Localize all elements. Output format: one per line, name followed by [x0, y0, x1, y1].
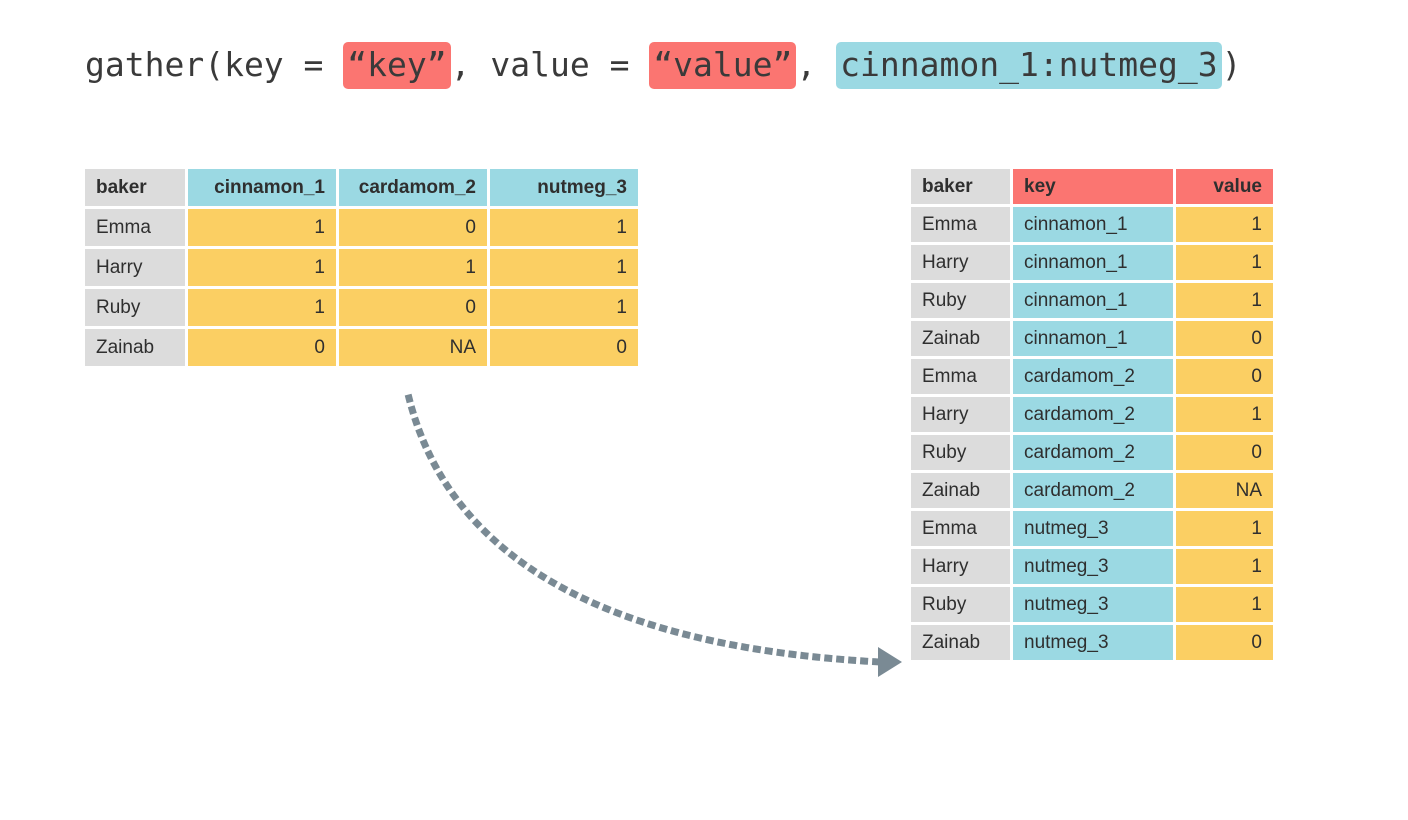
- cell-r1-c2: 1: [339, 249, 487, 286]
- column-header-value: value: [1176, 169, 1273, 204]
- cell-r10-c2: 1: [1176, 587, 1273, 622]
- cell-r8-c0: Emma: [911, 511, 1010, 546]
- cell-r11-c0: Zainab: [911, 625, 1010, 660]
- code-token-5: cinnamon_1:nutmeg_3: [836, 42, 1222, 89]
- cell-r3-c2: 0: [1176, 321, 1273, 356]
- cell-r3-c0: Zainab: [911, 321, 1010, 356]
- cell-r7-c0: Zainab: [911, 473, 1010, 508]
- cell-r1-c1: 1: [188, 249, 336, 286]
- code-token-3: “value”: [649, 42, 797, 89]
- cell-r1-c1: cinnamon_1: [1013, 245, 1173, 280]
- code-token-2: , value =: [450, 45, 650, 84]
- arrow-dotted-path: [404, 393, 884, 666]
- cell-r9-c0: Harry: [911, 549, 1010, 584]
- code-expression: gather(key = “key”, value = “value”, cin…: [85, 42, 1242, 89]
- cell-r6-c1: cardamom_2: [1013, 435, 1173, 470]
- cell-r0-c2: 1: [1176, 207, 1273, 242]
- cell-r2-c0: Ruby: [85, 289, 185, 326]
- cell-r3-c3: 0: [490, 329, 638, 366]
- column-header-baker: baker: [85, 169, 185, 206]
- cell-r2-c0: Ruby: [911, 283, 1010, 318]
- cell-r2-c2: 1: [1176, 283, 1273, 318]
- cell-r5-c1: cardamom_2: [1013, 397, 1173, 432]
- cell-r7-c1: cardamom_2: [1013, 473, 1173, 508]
- cell-r3-c1: cinnamon_1: [1013, 321, 1173, 356]
- cell-r0-c3: 1: [490, 209, 638, 246]
- cell-r11-c2: 0: [1176, 625, 1273, 660]
- column-header-nutmeg_3: nutmeg_3: [490, 169, 638, 206]
- cell-r2-c1: cinnamon_1: [1013, 283, 1173, 318]
- cell-r4-c1: cardamom_2: [1013, 359, 1173, 394]
- cell-r2-c3: 1: [490, 289, 638, 326]
- cell-r3-c2: NA: [339, 329, 487, 366]
- column-header-key: key: [1013, 169, 1173, 204]
- cell-r5-c2: 1: [1176, 397, 1273, 432]
- cell-r9-c2: 1: [1176, 549, 1273, 584]
- cell-r2-c2: 0: [339, 289, 487, 326]
- cell-r2-c1: 1: [188, 289, 336, 326]
- cell-r3-c0: Zainab: [85, 329, 185, 366]
- cell-r0-c1: cinnamon_1: [1013, 207, 1173, 242]
- cell-r0-c1: 1: [188, 209, 336, 246]
- cell-r4-c0: Emma: [911, 359, 1010, 394]
- cell-r10-c1: nutmeg_3: [1013, 587, 1173, 622]
- arrow-head: [878, 647, 902, 677]
- code-token-1: “key”: [343, 42, 451, 89]
- cell-r1-c3: 1: [490, 249, 638, 286]
- cell-r8-c1: nutmeg_3: [1013, 511, 1173, 546]
- cell-r4-c2: 0: [1176, 359, 1273, 394]
- cell-r3-c1: 0: [188, 329, 336, 366]
- cell-r5-c0: Harry: [911, 397, 1010, 432]
- cell-r1-c2: 1: [1176, 245, 1273, 280]
- cell-r11-c1: nutmeg_3: [1013, 625, 1173, 660]
- column-header-cinnamon_1: cinnamon_1: [188, 169, 336, 206]
- code-token-6: ): [1221, 45, 1242, 84]
- cell-r7-c2: NA: [1176, 473, 1273, 508]
- code-token-4: ,: [796, 45, 837, 84]
- column-header-baker: baker: [911, 169, 1010, 204]
- cell-r0-c2: 0: [339, 209, 487, 246]
- cell-r1-c0: Harry: [911, 245, 1010, 280]
- cell-r6-c2: 0: [1176, 435, 1273, 470]
- code-token-0: gather(key =: [85, 45, 344, 84]
- cell-r0-c0: Emma: [911, 207, 1010, 242]
- cell-r6-c0: Ruby: [911, 435, 1010, 470]
- cell-r10-c0: Ruby: [911, 587, 1010, 622]
- cell-r8-c2: 1: [1176, 511, 1273, 546]
- cell-r1-c0: Harry: [85, 249, 185, 286]
- cell-r0-c0: Emma: [85, 209, 185, 246]
- cell-r9-c1: nutmeg_3: [1013, 549, 1173, 584]
- column-header-cardamom_2: cardamom_2: [339, 169, 487, 206]
